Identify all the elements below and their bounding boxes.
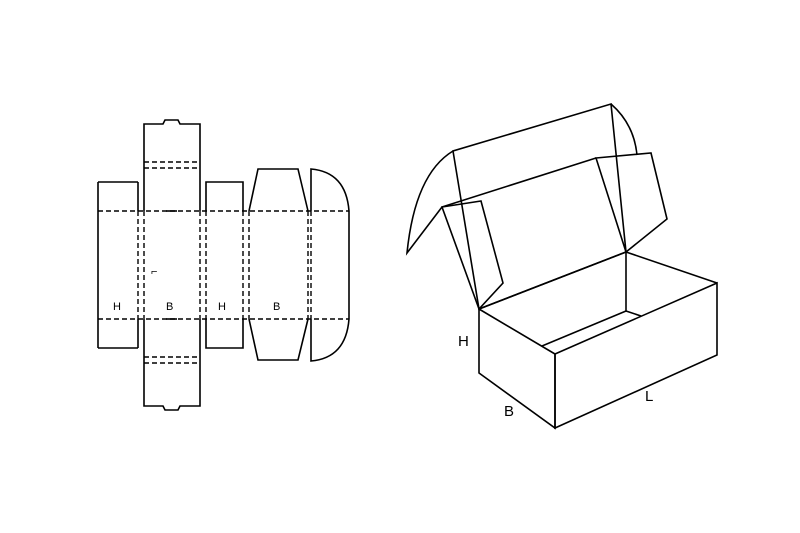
flat-die-cut-net: H B H B ⌐ [97, 119, 350, 411]
net-label-h1: H [113, 301, 121, 313]
horizontal-fold-lines [98, 161, 349, 364]
dim-label-height: H [458, 333, 469, 350]
net-label-h2: H [218, 301, 226, 313]
net-label-b1: B [166, 301, 173, 313]
net-label-b2: B [273, 301, 280, 313]
center-panel-flaps [143, 119, 201, 411]
vertical-fold-lines [137, 211, 312, 319]
box-lid [405, 102, 668, 311]
assembled-box-3d: H B L [405, 102, 718, 430]
dim-label-length: L [645, 388, 653, 405]
main-panel-strip [97, 181, 139, 349]
dim-label-width: B [504, 403, 514, 420]
h-panel-flaps [205, 181, 244, 349]
b-panel-angled-flaps [248, 168, 309, 361]
corner-mark: ⌐ [151, 266, 157, 278]
rounded-end-flap [310, 168, 350, 362]
box-body [478, 251, 718, 430]
